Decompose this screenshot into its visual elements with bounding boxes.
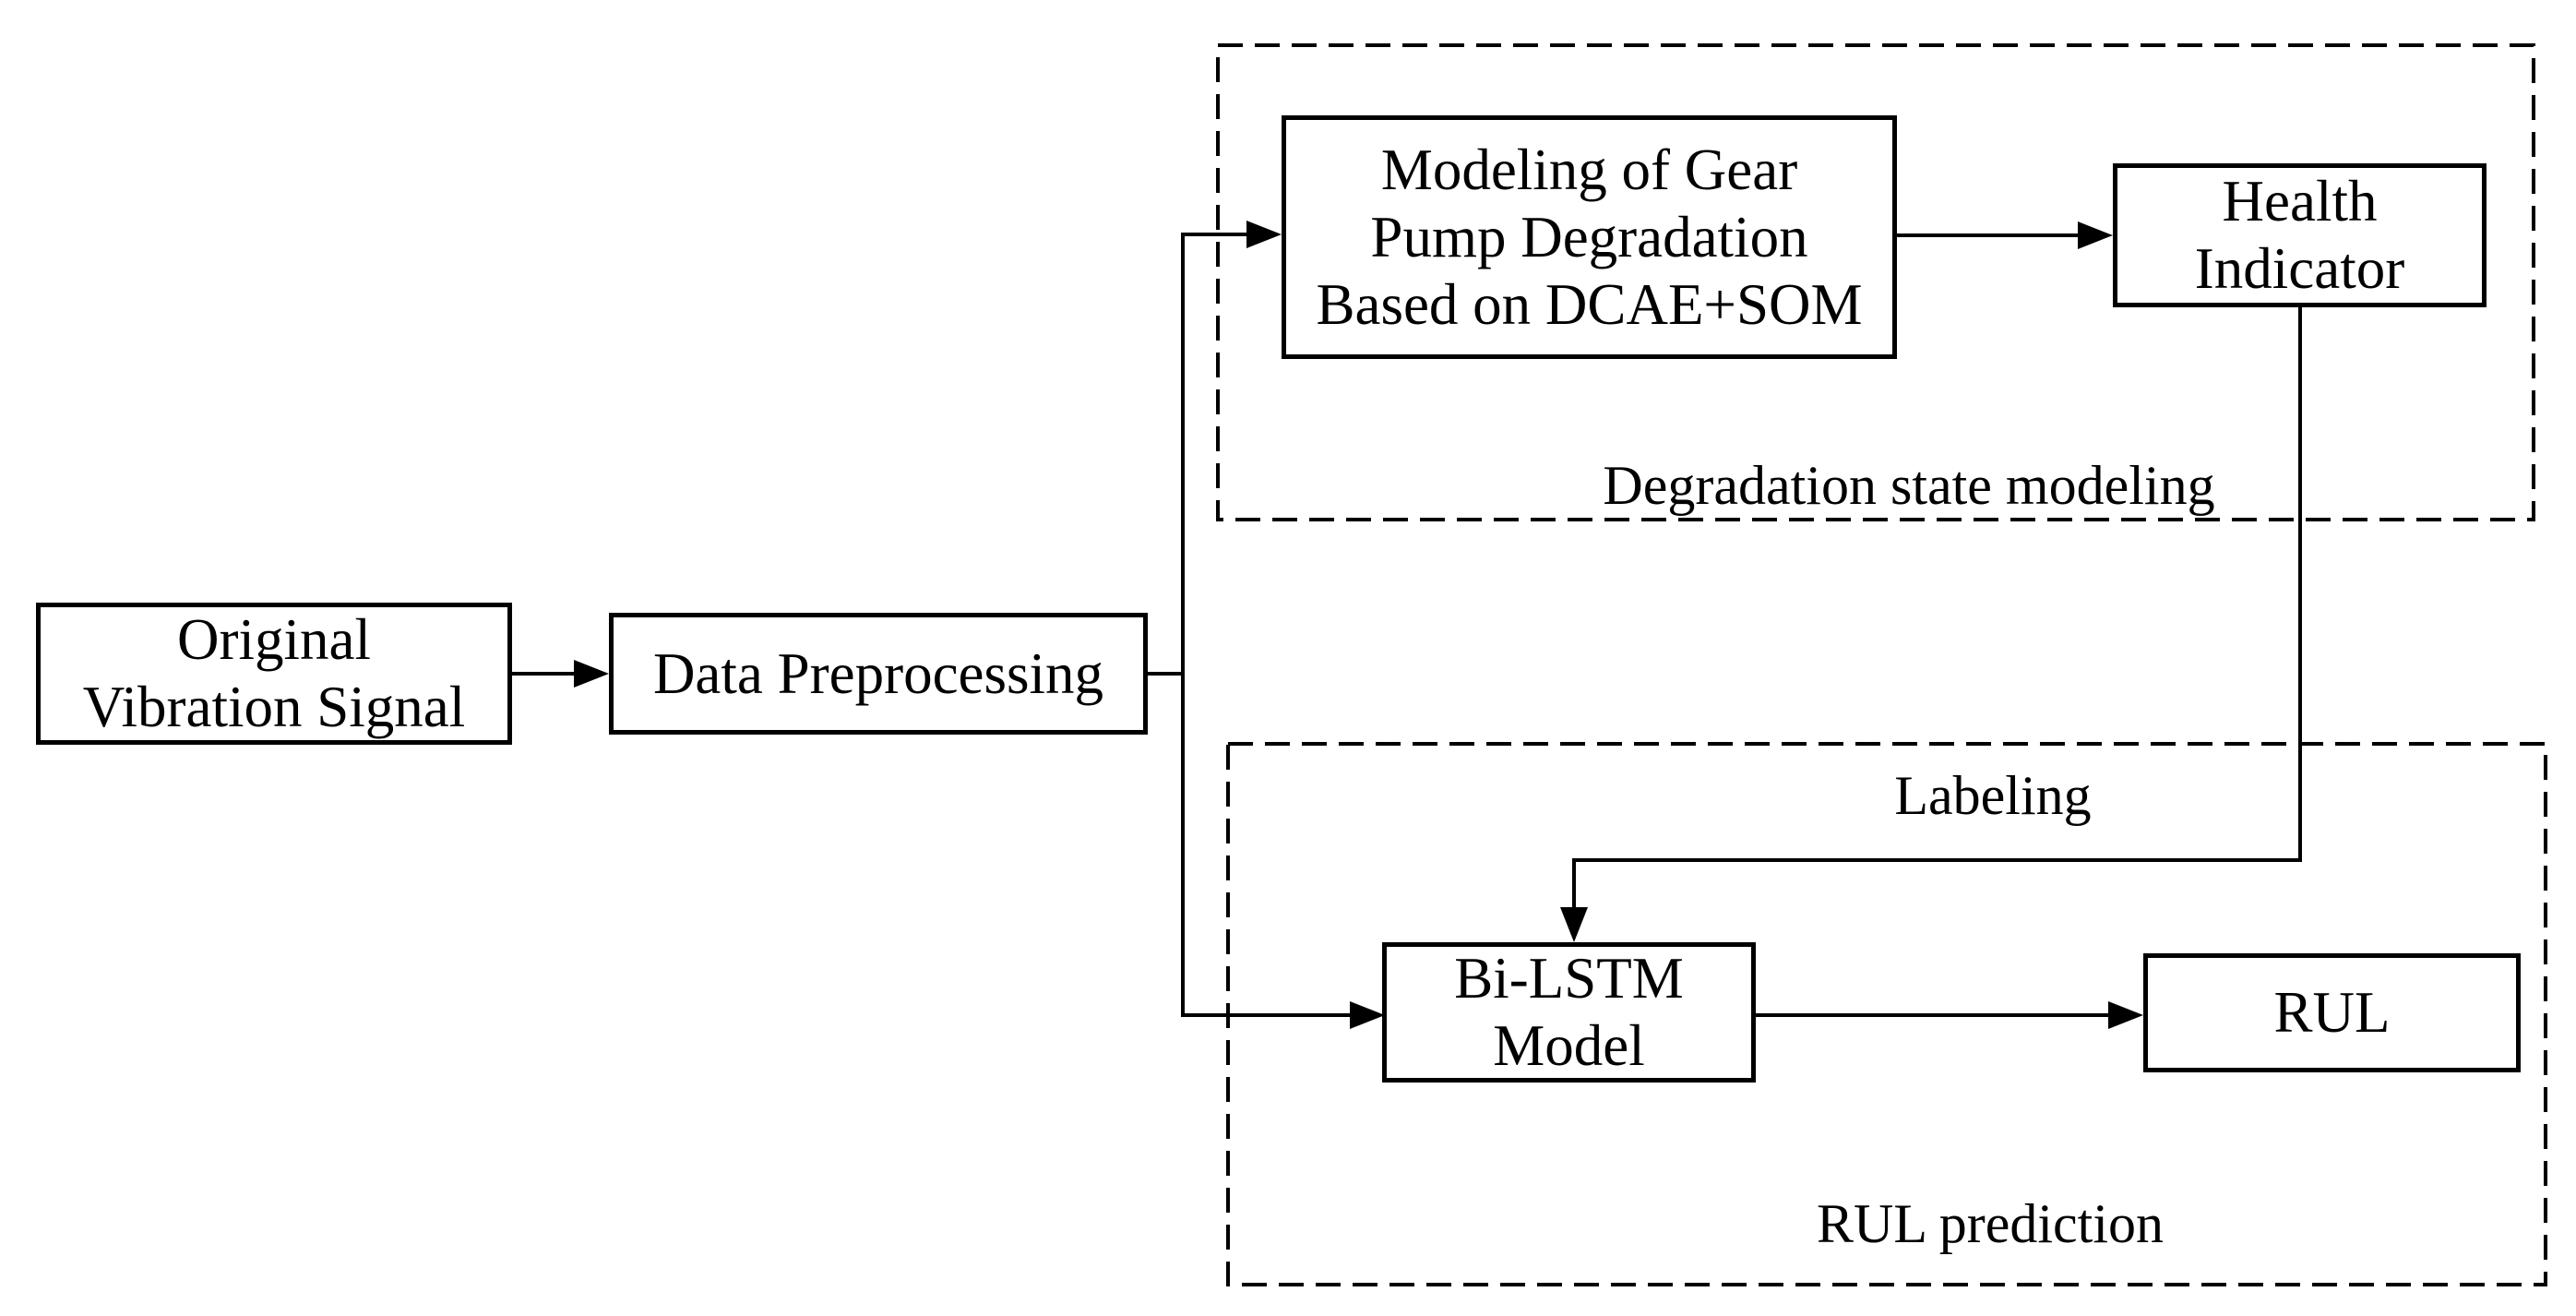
node-label-line: Based on DCAE+SOM (1316, 271, 1863, 337)
node-dcae-som-modeling: Modeling of Gear Pump Degradation Based … (1282, 115, 1897, 359)
node-label-line: Modeling of Gear (1380, 137, 1798, 202)
group-label-degradation-state-modeling: Degradation state modeling (1603, 455, 2215, 516)
connector-branch-to-modeling (1181, 233, 1249, 674)
node-label-line: Original (177, 607, 371, 672)
arrowhead-into-health-icon (2078, 221, 2113, 249)
edge-label-labeling: Labeling (1894, 765, 2092, 826)
node-rul: RUL (2143, 953, 2521, 1072)
arrowhead-into-preprocessing-icon (574, 660, 609, 688)
node-label-line: Model (1493, 1013, 1645, 1078)
connector-health-to-bilstm-labeling (1572, 307, 2302, 910)
node-label-line: Vibration Signal (82, 675, 466, 739)
connector-branch-to-bilstm (1181, 674, 1353, 1017)
group-label-rul-prediction: RUL prediction (1816, 1193, 2165, 1254)
node-label-line: Pump Degradation (1370, 204, 1808, 269)
arrowhead-into-rul-icon (2108, 1001, 2143, 1029)
node-label-line: Bi-LSTM (1454, 946, 1684, 1011)
node-health-indicator: Health Indicator (2113, 163, 2487, 307)
degradation-group-box (1216, 43, 2535, 521)
node-label-line: Health (2222, 169, 2378, 233)
node-bilstm-model: Bi-LSTM Model (1382, 942, 1756, 1083)
arrowhead-into-bilstm-left-icon (1350, 1001, 1385, 1029)
node-original-vibration-signal: Original Vibration Signal (36, 603, 512, 745)
node-data-preprocessing: Data Preprocessing (609, 613, 1148, 735)
node-label-line: RUL (2273, 980, 2391, 1045)
node-label-line: Indicator (2194, 236, 2405, 301)
node-label-line: Data Preprocessing (652, 640, 1104, 706)
arrowhead-into-modeling-icon (1246, 221, 1282, 248)
arrowhead-into-bilstm-top-icon (1560, 907, 1588, 942)
